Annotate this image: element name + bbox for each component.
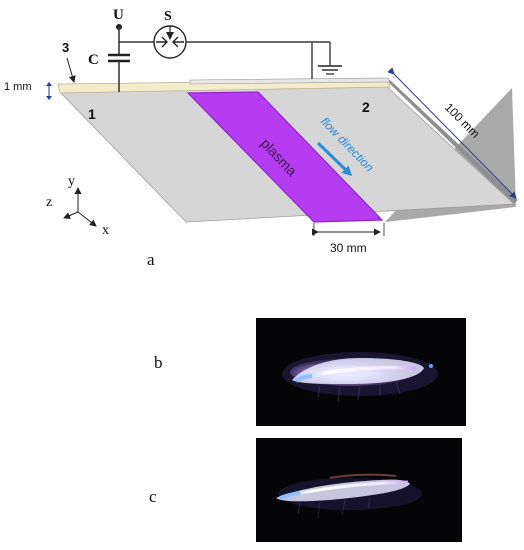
switch-electrode-left	[156, 36, 168, 48]
switch-electrode-right	[172, 36, 184, 48]
panel-c-photo: c	[149, 438, 462, 542]
panel-b-photo: b	[154, 318, 466, 426]
voltage-label: U	[113, 7, 124, 23]
panel-c-label: c	[149, 487, 157, 506]
discharge-glow-c	[276, 473, 422, 519]
panel-a-diagram: plasma flow direction 1 2 3 1 mm 100 mm …	[4, 7, 518, 269]
axis-x-label: x	[102, 223, 109, 238]
switch-label: S	[164, 9, 172, 24]
panel-b-label: b	[154, 353, 163, 372]
flow-direction-arrow	[316, 141, 353, 177]
plasma-region	[186, 91, 384, 223]
ground-symbol-icon	[318, 65, 342, 75]
capacitor-label: C	[88, 52, 99, 68]
electrode-2-label: 2	[362, 99, 370, 115]
width-label: 30 mm	[330, 241, 367, 255]
electrode-3-leader	[66, 57, 76, 83]
electrode-1-label: 1	[88, 106, 96, 122]
electrode-3-label: 3	[62, 40, 69, 55]
panel-a-label: a	[147, 250, 155, 269]
thickness-arrow-tip-top	[46, 82, 52, 86]
discharge-glow-b	[282, 352, 438, 403]
axis-y-label: y	[68, 174, 75, 189]
length-dimension-line	[387, 67, 517, 199]
coordinate-axes	[63, 187, 97, 227]
thickness-label: 1 mm	[4, 81, 32, 93]
axis-z-label: z	[46, 195, 52, 210]
thickness-arrow-tip-bottom	[46, 96, 52, 100]
